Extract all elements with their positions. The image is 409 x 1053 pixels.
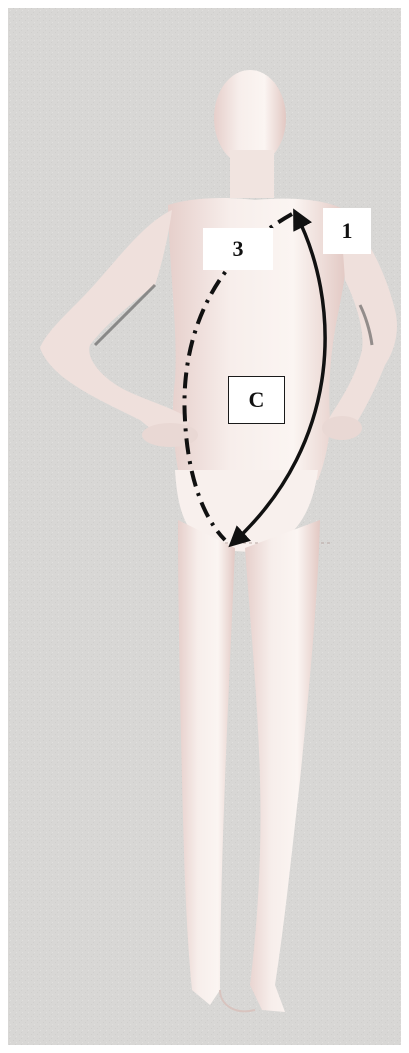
label-arrow-3: 3 bbox=[203, 228, 273, 270]
mannequin-hand-left bbox=[142, 423, 198, 447]
label-region-c: C bbox=[228, 376, 285, 424]
mannequin-hand-right bbox=[322, 416, 362, 440]
label-arrow-1: 1 bbox=[323, 208, 371, 254]
